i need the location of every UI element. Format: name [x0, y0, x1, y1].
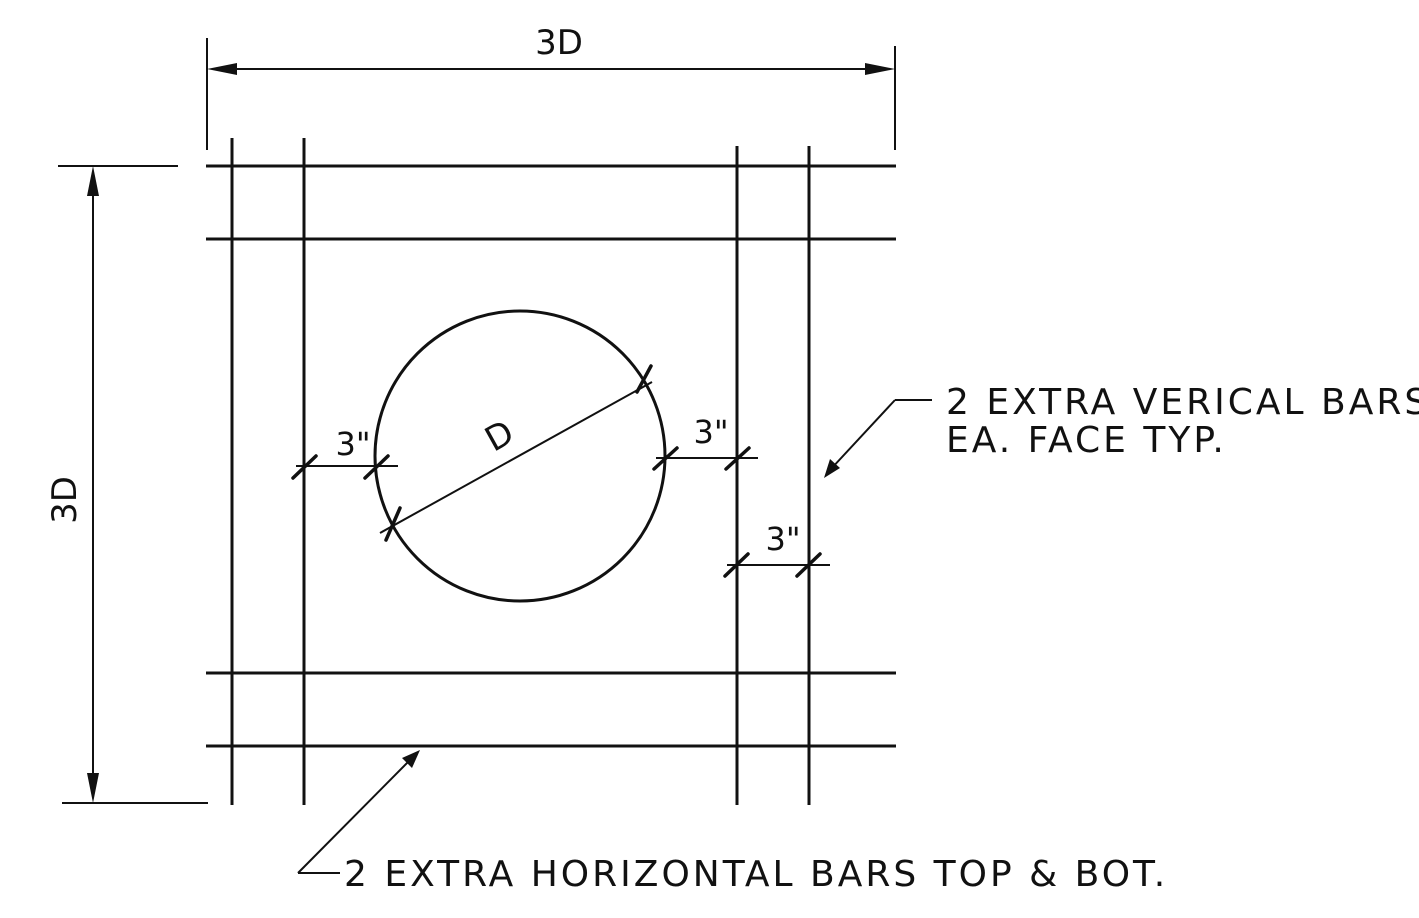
left-clear-tick-circle: [363, 454, 390, 480]
left-dim-arrow-top: [87, 166, 99, 196]
bar-spacing-dimension: 3": [723, 520, 830, 578]
right-clearance-dimension: 3": [652, 413, 758, 471]
top-dimension: 3D: [206, 23, 896, 150]
horizontal-note-leader-arrow: [402, 750, 420, 768]
right-clear-tick-circle: [652, 446, 679, 471]
top-dim-arrow-left: [207, 63, 237, 75]
vertical-bars-note: 2 EXTRA VERICAL BARS EA. FACE TYP.: [824, 382, 1419, 478]
left-dim-arrow-bottom: [87, 773, 99, 803]
vertical-note-line1: 2 EXTRA VERICAL BARS: [946, 382, 1419, 423]
left-clearance-dimension: 3": [291, 425, 398, 480]
left-clear-tick-bar: [291, 454, 318, 480]
vertical-note-leader-arrow: [824, 459, 840, 478]
left-dimension: 3D: [45, 165, 208, 804]
horizontal-bars: [206, 164, 896, 748]
diameter-label: D: [479, 413, 521, 461]
horizontal-bars-note: 2 EXTRA HORIZONTAL BARS TOP & BOT.: [297, 750, 1168, 895]
bar-spacing-tick-left: [723, 552, 750, 578]
diameter-line: [379, 381, 653, 534]
diameter-tick-lower: [384, 506, 402, 542]
vertical-note-line2: EA. FACE TYP.: [946, 420, 1227, 461]
opening-circle: [373, 309, 667, 603]
diameter-tick-upper: [635, 364, 653, 394]
vertical-note-leader-diagonal: [829, 399, 896, 471]
vertical-bars: [230, 138, 811, 805]
horizontal-note-leader-diagonal: [297, 759, 411, 874]
bar-spacing-tick-right: [795, 552, 822, 578]
top-dim-label: 3D: [535, 23, 583, 63]
left-dim-label: 3D: [45, 476, 85, 524]
right-clear-label: 3": [693, 413, 728, 451]
bar-spacing-label: 3": [765, 520, 800, 558]
circular-opening: D: [373, 309, 667, 603]
top-dim-arrow-right: [865, 63, 895, 75]
left-clear-label: 3": [335, 425, 370, 463]
horizontal-note-text: 2 EXTRA HORIZONTAL BARS TOP & BOT.: [344, 854, 1168, 895]
right-clear-tick-bar: [724, 446, 751, 471]
